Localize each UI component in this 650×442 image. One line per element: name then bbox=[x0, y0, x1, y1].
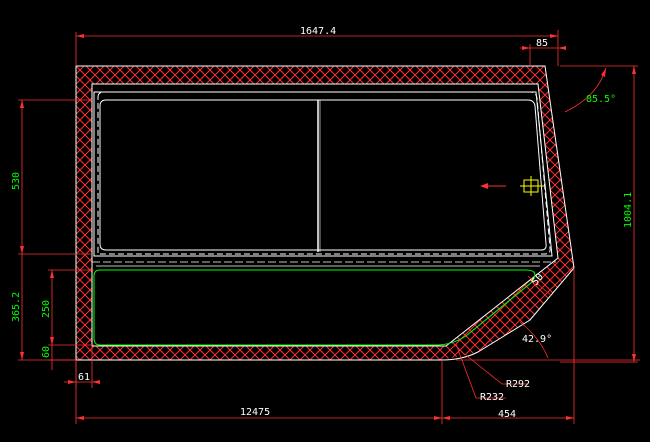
inner-height-label: 250 bbox=[41, 300, 52, 318]
bottom-offset-label: 60 bbox=[41, 346, 52, 358]
corner-angle-label: 85.5° bbox=[586, 94, 616, 105]
radius-outer-label: R292 bbox=[506, 379, 530, 390]
dimension-arrows bbox=[20, 34, 636, 420]
chamfer-angle-label: 42.9° bbox=[522, 334, 552, 345]
chamfer-length-label: 454 bbox=[498, 409, 516, 420]
straight-length-label: 12475 bbox=[240, 407, 270, 418]
upper-window bbox=[92, 91, 556, 263]
hatched-wall bbox=[76, 66, 574, 360]
overall-width-label: 1647.4 bbox=[300, 26, 336, 37]
dimension-labels: 1647.4 85 85.5° 1004.1 530 365.2 250 60 … bbox=[11, 26, 634, 420]
lower-inner-profile bbox=[93, 265, 540, 346]
overall-height-label: 1004.1 bbox=[623, 192, 634, 228]
radius-inner-label: R232 bbox=[480, 392, 504, 403]
reference-marker-icon bbox=[520, 176, 544, 196]
left-offset-label: 61 bbox=[78, 372, 90, 383]
upper-height-label: 530 bbox=[11, 172, 22, 190]
left-arrow-icon bbox=[480, 183, 506, 189]
lower-height-label: 365.2 bbox=[11, 292, 22, 322]
top-offset-label: 85 bbox=[536, 38, 548, 49]
